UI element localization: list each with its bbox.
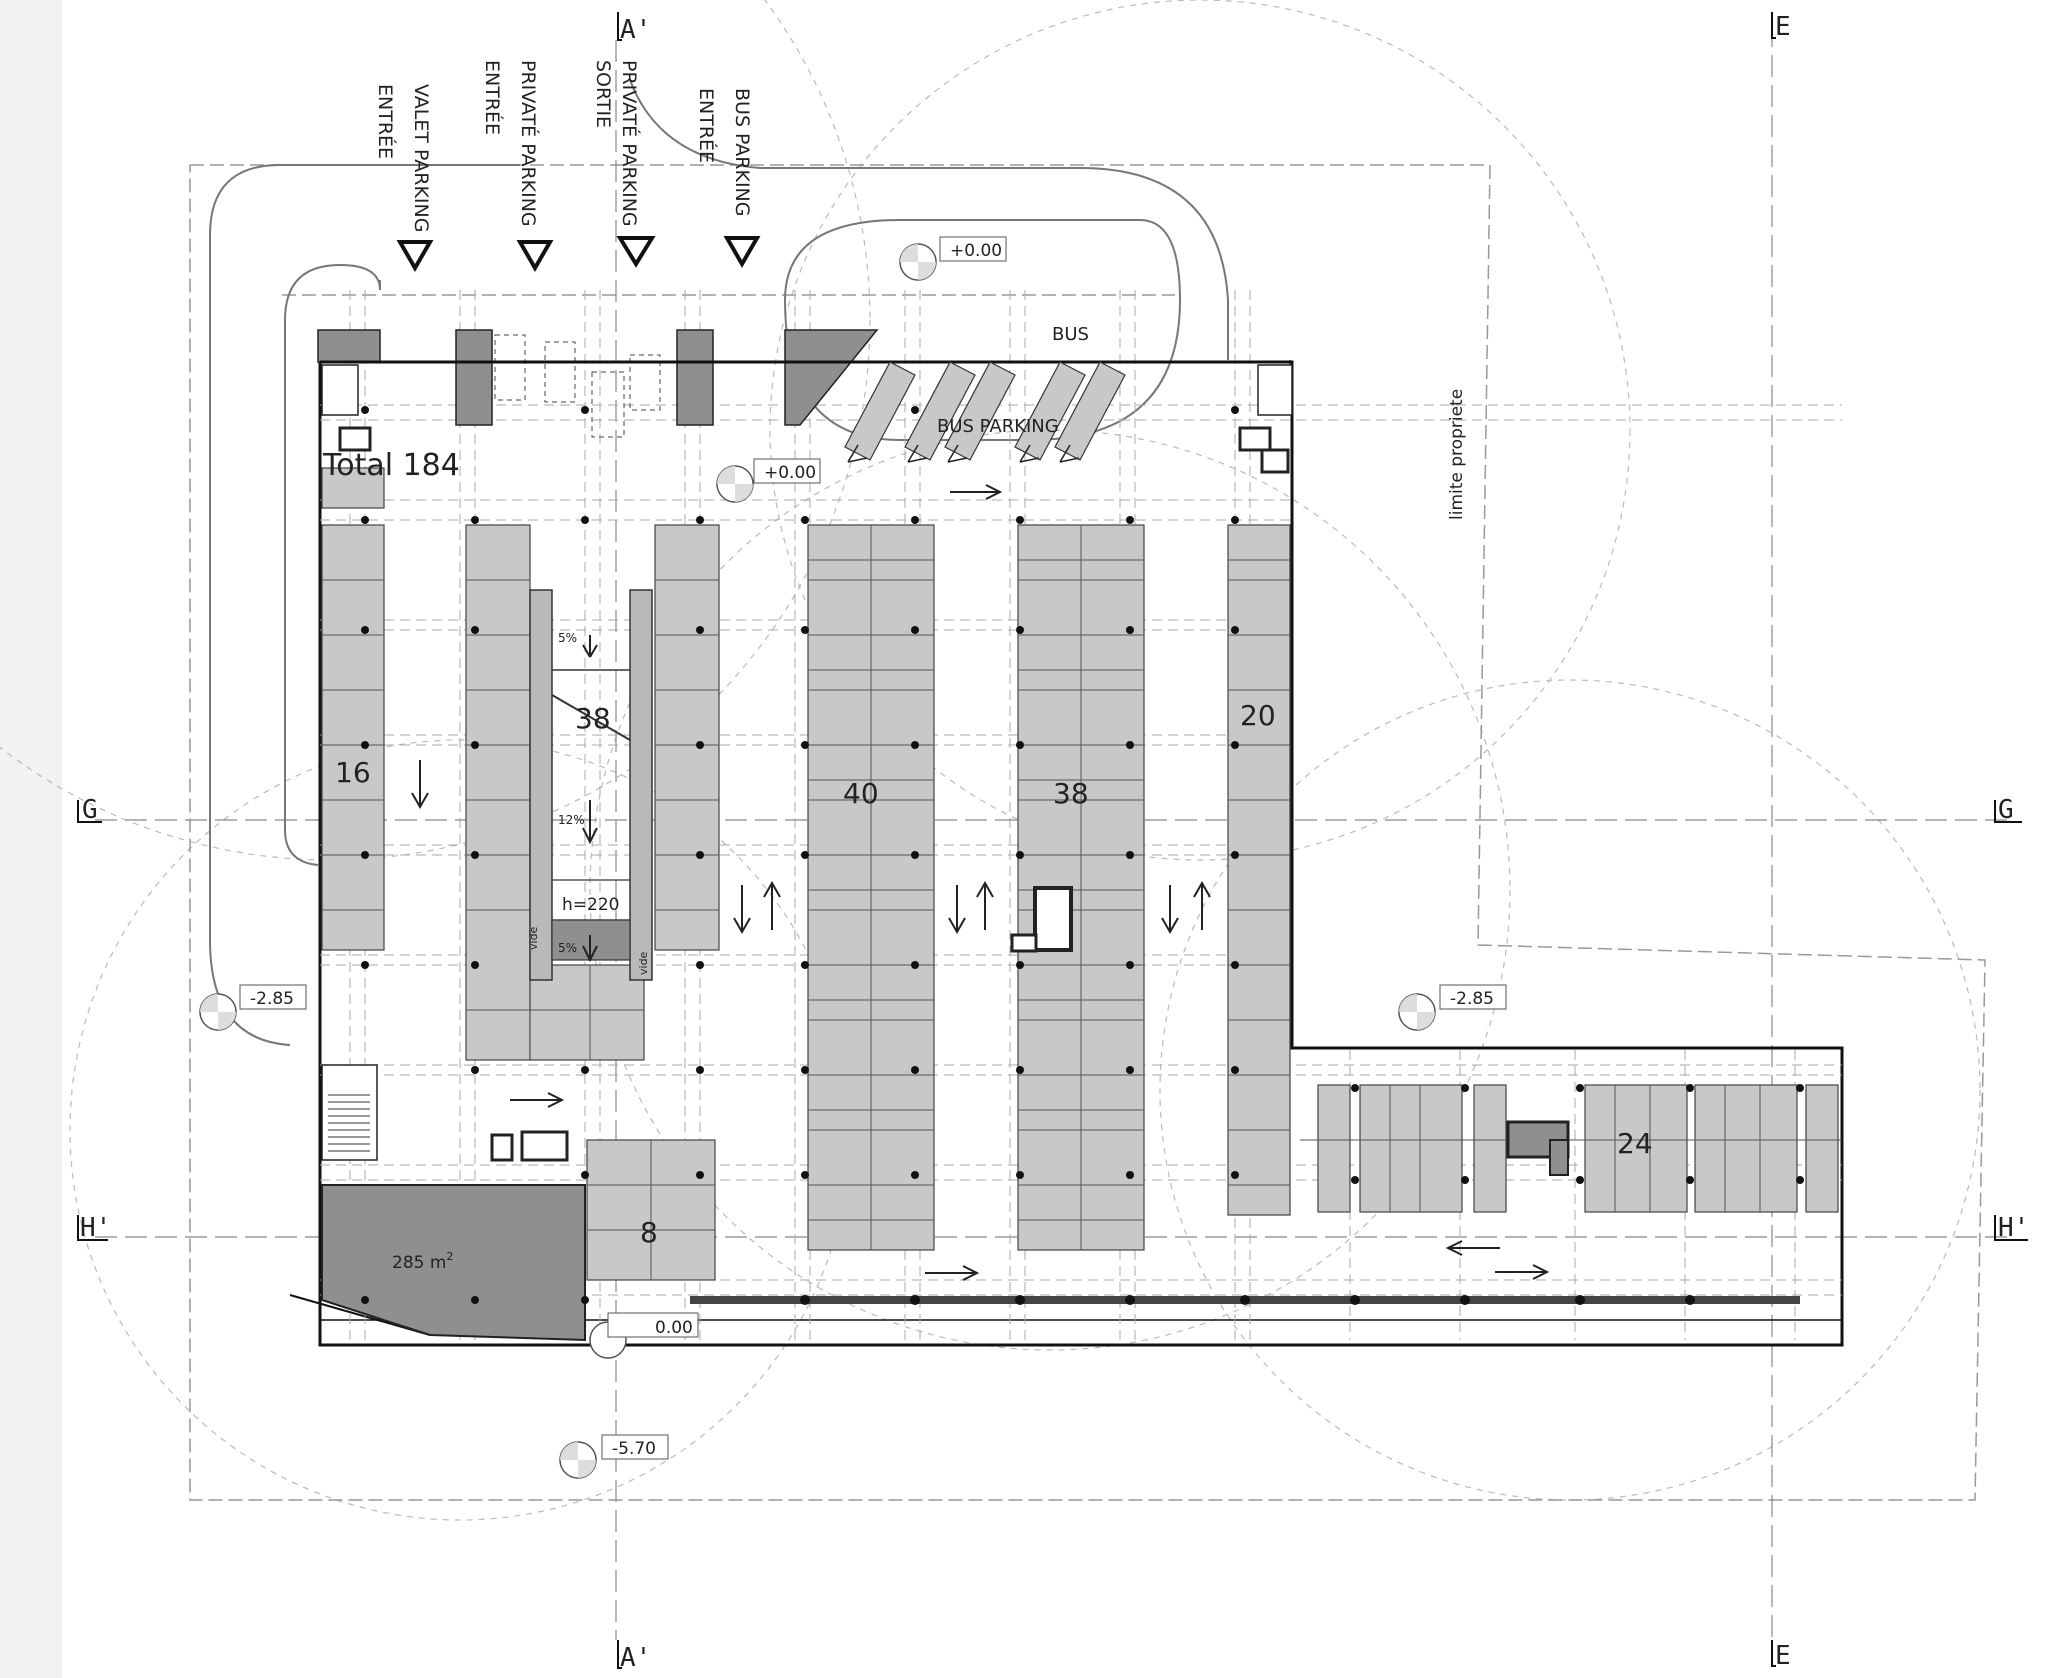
private-out-label-2: SORTIE [592,60,614,128]
bus-parking-label: BUS PARKING [937,416,1059,437]
ramp-void-right: vide [637,951,650,975]
ramp-height: h=220 [562,895,619,915]
ramp [529,589,653,981]
traffic-arrows [411,484,1550,1281]
level-bottom: -5.70 [612,1439,656,1459]
ramp-void-left: vide [527,926,540,950]
axis-g-right: G [1998,795,2014,825]
level-mid: +0.00 [764,463,816,483]
bus-entry-label-1: BUS PARKING [731,88,753,216]
pillars [361,406,1804,1305]
ramp-slope-mid: 12% [558,813,585,827]
total-capacity: Total 184 [322,448,460,483]
stall-counts: 16 38 40 38 20 8 24 [335,699,1653,1249]
count-16: 16 [335,756,371,789]
entry-triangles [396,236,761,273]
axis-a-bottom: A' [620,1643,651,1673]
ramp-slope-top: 5% [558,631,577,645]
ramp-slope-bottom: 5% [558,941,577,955]
construction-circles [0,0,1981,1521]
private-in-label-1: PRIVATÉ PARKING [517,60,540,227]
axis-a-top: A' [620,15,651,45]
stair-cores [321,364,1570,1176]
storage-room-285 [321,1184,586,1342]
entrance-labels: VALET PARKING ENTRÉE PRIVATÉ PARKING ENT… [374,60,753,232]
valet-label-1: VALET PARKING [410,84,432,232]
valet-label-2: ENTRÉE [374,84,397,159]
axis-tags: A' A' E E G G H' H' [80,12,2029,1673]
count-40: 40 [843,777,879,810]
level-values: +0.00 +0.00 -2.85 -2.85 0.00 -5.70 [250,241,1494,1459]
private-out-label-1: PRIVATÉ PARKING [618,60,641,227]
gate-booths [494,334,661,438]
area-value: 285 m2 [392,1250,453,1273]
gate-blocks [317,329,879,426]
level-right: -2.85 [1450,989,1494,1009]
level-top: +0.00 [950,241,1002,261]
axis-e-top: E [1775,12,1791,42]
bus-entry-label-2: ENTRÉE [695,88,718,163]
level-ground: 0.00 [655,1318,693,1338]
count-38: 38 [1053,777,1089,810]
count-8: 8 [640,1216,658,1249]
property-limit-label: limite propriete [1447,389,1467,520]
axis-g-left: G [82,795,98,825]
count-24: 24 [1617,1127,1653,1160]
private-in-label-2: ENTRÉE [481,60,504,135]
margin-band [0,0,62,1678]
bus-label: BUS [1052,324,1089,345]
level-left: -2.85 [250,989,294,1009]
ramp-labels: 5% 12% 5% h=220 vide vide [527,631,650,975]
site-outline [189,164,1986,1501]
count-20: 20 [1240,699,1276,732]
bus-bays [844,361,1126,461]
axis-e-bottom: E [1775,1641,1791,1671]
axis-h-right: H' [1998,1213,2029,1243]
axis-h-left: H' [80,1213,111,1243]
stall-lines [322,525,1842,1280]
count-38-ramp: 38 [575,702,611,735]
